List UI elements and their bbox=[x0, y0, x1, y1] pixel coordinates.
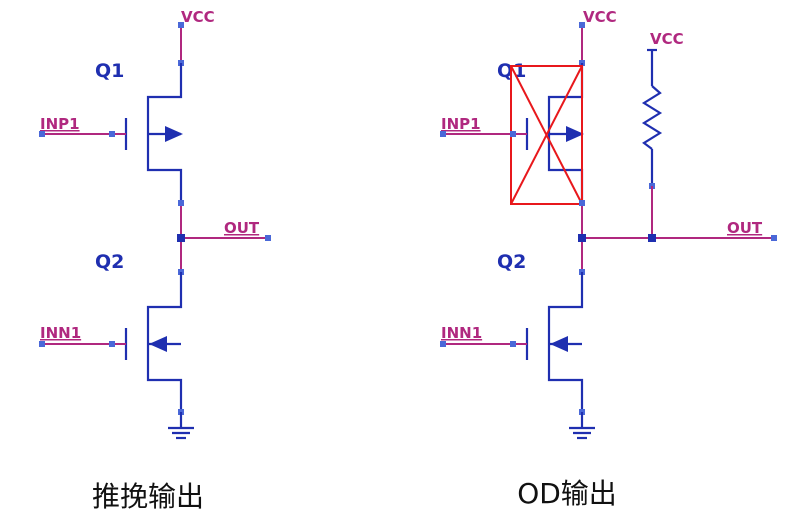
vcc-label: VCC bbox=[583, 8, 617, 26]
open-drain-circuit: VCC Q1 INP1 VCC bbox=[440, 8, 777, 510]
q1-gate-pin bbox=[109, 131, 115, 137]
q2-label: Q2 bbox=[95, 251, 124, 273]
q1-source-pin bbox=[178, 200, 184, 206]
q1-source-pin bbox=[579, 200, 585, 206]
open-drain-caption: OD输出 bbox=[517, 477, 617, 510]
inn1-label: INN1 bbox=[40, 324, 81, 342]
q2-label: Q2 bbox=[497, 251, 526, 273]
out-label: OUT bbox=[727, 219, 763, 237]
pullup-junction bbox=[648, 234, 656, 242]
q1-pmos-transistor bbox=[525, 63, 584, 203]
out-pin bbox=[265, 235, 271, 241]
inp1-pin bbox=[440, 131, 446, 137]
q1-gate-pin bbox=[510, 131, 516, 137]
ground-icon bbox=[569, 412, 595, 440]
q1-pmos-transistor bbox=[124, 63, 183, 203]
inn1-label: INN1 bbox=[441, 324, 482, 342]
output-junction bbox=[177, 234, 185, 242]
pullup-vcc-label: VCC bbox=[650, 30, 684, 48]
vcc-pin bbox=[579, 22, 585, 28]
q2-nmos-transistor bbox=[124, 272, 183, 412]
out-label: OUT bbox=[224, 219, 260, 237]
q2-arrow-icon bbox=[149, 336, 167, 352]
ground-icon bbox=[168, 412, 194, 440]
inp1-label: INP1 bbox=[40, 115, 80, 133]
out-pin bbox=[771, 235, 777, 241]
push-pull-circuit: VCC Q1 INP1 OUT Q2 bbox=[39, 8, 271, 513]
pullup-resistor-icon bbox=[641, 48, 663, 186]
output-junction bbox=[578, 234, 586, 242]
q1-label: Q1 bbox=[95, 60, 124, 82]
inp1-label: INP1 bbox=[441, 115, 481, 133]
q1-arrow-icon bbox=[566, 126, 584, 142]
q1-arrow-icon bbox=[165, 126, 183, 142]
vcc-label: VCC bbox=[181, 8, 215, 26]
vcc-pin bbox=[178, 22, 184, 28]
q2-gate-pin bbox=[510, 341, 516, 347]
q2-arrow-icon bbox=[550, 336, 568, 352]
q2-nmos-transistor bbox=[525, 272, 584, 412]
inn1-pin bbox=[440, 341, 446, 347]
inp1-pin bbox=[39, 131, 45, 137]
inn1-pin bbox=[39, 341, 45, 347]
push-pull-caption: 推挽输出 bbox=[92, 480, 204, 513]
q2-gate-pin bbox=[109, 341, 115, 347]
